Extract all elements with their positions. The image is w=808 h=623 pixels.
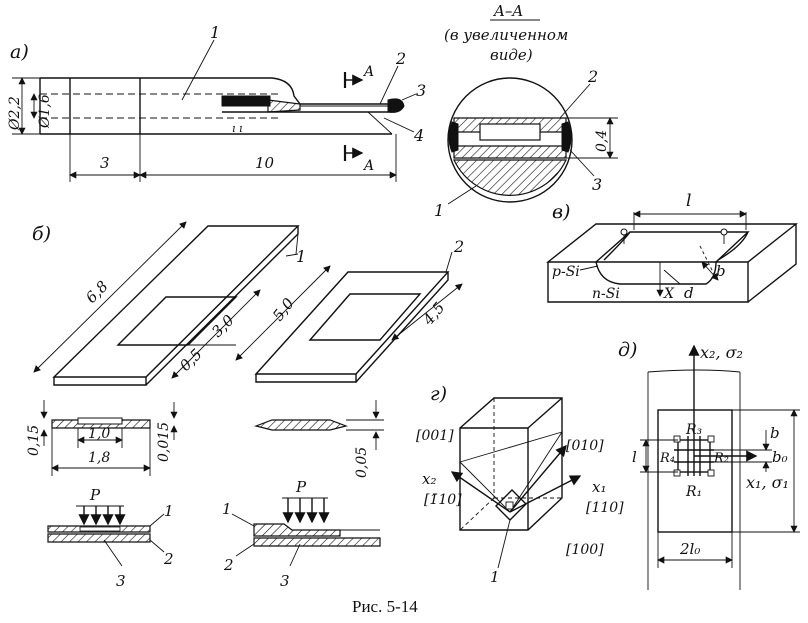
panel-d-r4: R₄ (659, 451, 675, 466)
panel-b: б) 1 6,8 3,0 0,5 2 5,0 (26, 221, 464, 590)
plate-1-edge: 0,5 (176, 345, 206, 375)
panel-g-label: г) (430, 383, 447, 405)
assembly-2-label-3: 3 (280, 572, 290, 590)
panel-g-dir-010: [010] (566, 438, 604, 454)
panel-d-axis-y: x₂, σ₂ (700, 343, 743, 362)
panel-a-part-3: 3 (416, 81, 426, 100)
assembly-1-force: P (89, 486, 101, 504)
plate-1-length: 6,8 (82, 277, 112, 307)
section-view: A–A (в увеличенном виде) 2 3 1 0,4 (434, 2, 618, 220)
assembly-2-label-1: 1 (222, 500, 232, 518)
len-right-label: 10 (255, 154, 275, 172)
panel-g-part: 1 (490, 568, 500, 586)
panel-g-1m10: [1̄10] (424, 492, 462, 508)
panel-a-leaders: 1 2 3 4 (181, 23, 426, 145)
assembly-2: P 1 2 3 (222, 478, 381, 590)
plate-2-num: 2 (453, 237, 464, 256)
section-marks: A A (343, 64, 374, 174)
section-part-3: 3 (592, 175, 602, 194)
section-part-2: 2 (587, 67, 598, 86)
sec1-membrane: 0,015 (156, 422, 172, 462)
panel-v-d: d (684, 284, 694, 302)
section-subtitle-1: (в увеличенном (444, 26, 568, 44)
svg-text:ı ı: ı ı (232, 122, 243, 135)
plate-2-section: 0,05 (253, 400, 384, 478)
panel-a-part-4: 4 (413, 126, 424, 145)
panel-g-x1: x₁ (592, 478, 606, 496)
plate-2-width: 4,5 (419, 299, 449, 330)
panel-d-axis-x: x₁, σ₁ (746, 473, 789, 492)
assembly-1: P 1 2 3 (47, 486, 174, 590)
diam-inner-label: Ø1,6 (37, 94, 53, 129)
panel-a-part-1: 1 (210, 23, 220, 42)
panel-d-b: b (770, 424, 780, 442)
figure-caption: Рис. 5-14 (352, 597, 418, 616)
panel-b-label: б) (32, 223, 51, 245)
panel-g: г) [001] [010] [100] x₁ [110] x₂ [1̄10] … (416, 383, 624, 586)
panel-d-l: l (632, 448, 637, 466)
len-left-label: 3 (100, 154, 110, 172)
panel-d-width: 2l₀ (679, 540, 700, 558)
plate-1-num: 1 (296, 247, 306, 266)
panel-a-diameters: Ø2,2 Ø1,6 (7, 77, 53, 135)
section-mark-top: A (362, 64, 374, 80)
section-mark-bottom: A (362, 158, 374, 174)
panel-a-label: а) (10, 41, 29, 63)
plate-2: 2 5,0 4,5 (235, 237, 464, 383)
panel-d-r3: R₃ (685, 422, 703, 438)
assembly-2-label-2: 2 (223, 556, 234, 574)
panel-g-dir-100: [100] (566, 542, 604, 558)
panel-a: а) ı ı 1 2 3 (7, 23, 426, 182)
panel-v: в) l p-Si n-Si X d b (545, 191, 799, 303)
panel-a-lengths: 3 10 (69, 134, 397, 182)
plate-1-width: 3,0 (208, 311, 238, 341)
panel-d: д) x₂, σ₂ x₁, σ₁ R₃ R₁ R₄ R₂ l b (618, 339, 800, 590)
panel-v-label: в) (552, 201, 570, 223)
panel-g-x2: x₂ (422, 470, 436, 488)
panel-v-x: X (663, 286, 675, 302)
diam-outer-label: Ø2,2 (7, 96, 23, 131)
section-title: A–A (492, 2, 523, 20)
assembly-2-force: P (295, 478, 307, 496)
section-part-1: 1 (434, 201, 444, 220)
plate-2-length: 5,0 (269, 294, 298, 324)
panel-v-b: b (716, 262, 726, 280)
panel-d-b0: b₀ (772, 448, 788, 466)
assembly-1-label-3: 3 (116, 572, 126, 590)
panel-d-r1: R₁ (685, 484, 702, 500)
panel-v-n-si: n-Si (592, 286, 620, 302)
section-thickness: 0,4 (594, 130, 610, 152)
panel-a-part-2: 2 (395, 49, 406, 68)
panel-d-label: д) (618, 339, 637, 361)
sec1-thick: 0,15 (26, 425, 42, 456)
panel-v-p-si: p-Si (552, 264, 580, 280)
sec2-thick: 0,05 (354, 447, 370, 478)
panel-v-length: l (686, 191, 691, 211)
plate-1-section: 0,15 1,0 1,8 0,015 (26, 400, 178, 476)
panel-g-dir-001: [001] (416, 428, 454, 444)
panel-d-r2: R₂ (713, 451, 729, 466)
sec1-inner: 1,0 (88, 426, 110, 442)
assembly-1-label-1: 1 (164, 502, 174, 520)
panel-g-110: [110] (586, 500, 624, 516)
sec1-outer: 1,8 (88, 450, 110, 466)
tube-body: ı ı (39, 77, 405, 135)
plate-1: 1 6,8 3,0 0,5 (33, 221, 306, 386)
assembly-1-label-2: 2 (163, 550, 174, 568)
section-subtitle-2: виде) (490, 46, 533, 64)
